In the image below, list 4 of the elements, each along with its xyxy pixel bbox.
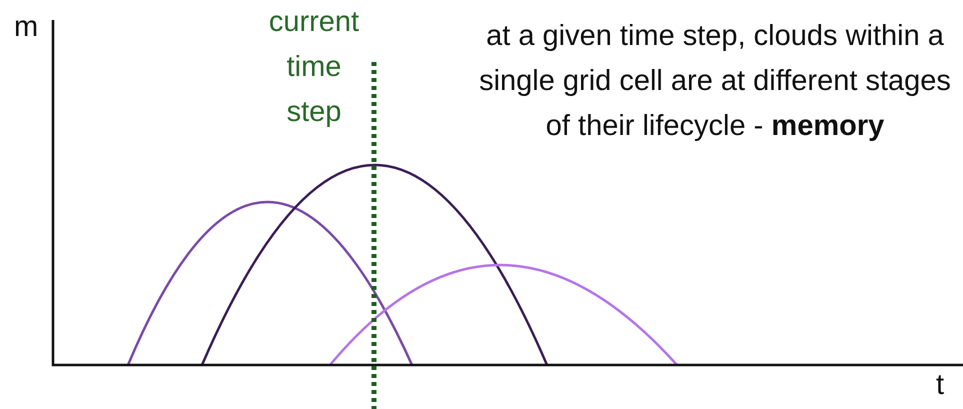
axis-label: t [936,370,946,400]
annotation-text: current time step [268,5,360,130]
axis-label: m [14,12,40,42]
note-text: at a given time step, clouds within a single grid cell are at different stages of their lifecycle - memory [478,19,952,144]
